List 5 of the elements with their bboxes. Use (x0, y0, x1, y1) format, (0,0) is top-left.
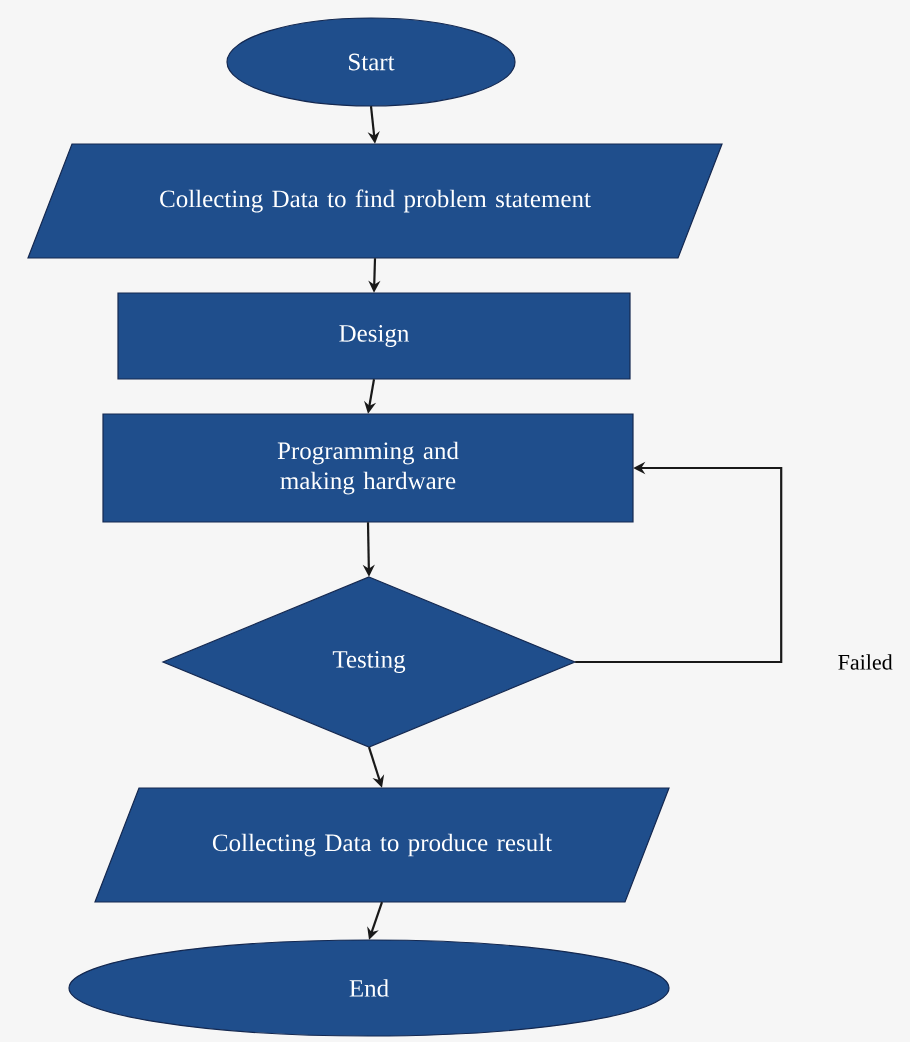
data-parallelogram: Collecting Data to produce result (94, 787, 670, 903)
edge-label: Failed (838, 654, 893, 670)
process-box: Design (117, 292, 631, 380)
data-parallelogram: Collecting Data to find problem statement (27, 143, 723, 259)
process-box: Programming and making hardware (102, 413, 634, 523)
